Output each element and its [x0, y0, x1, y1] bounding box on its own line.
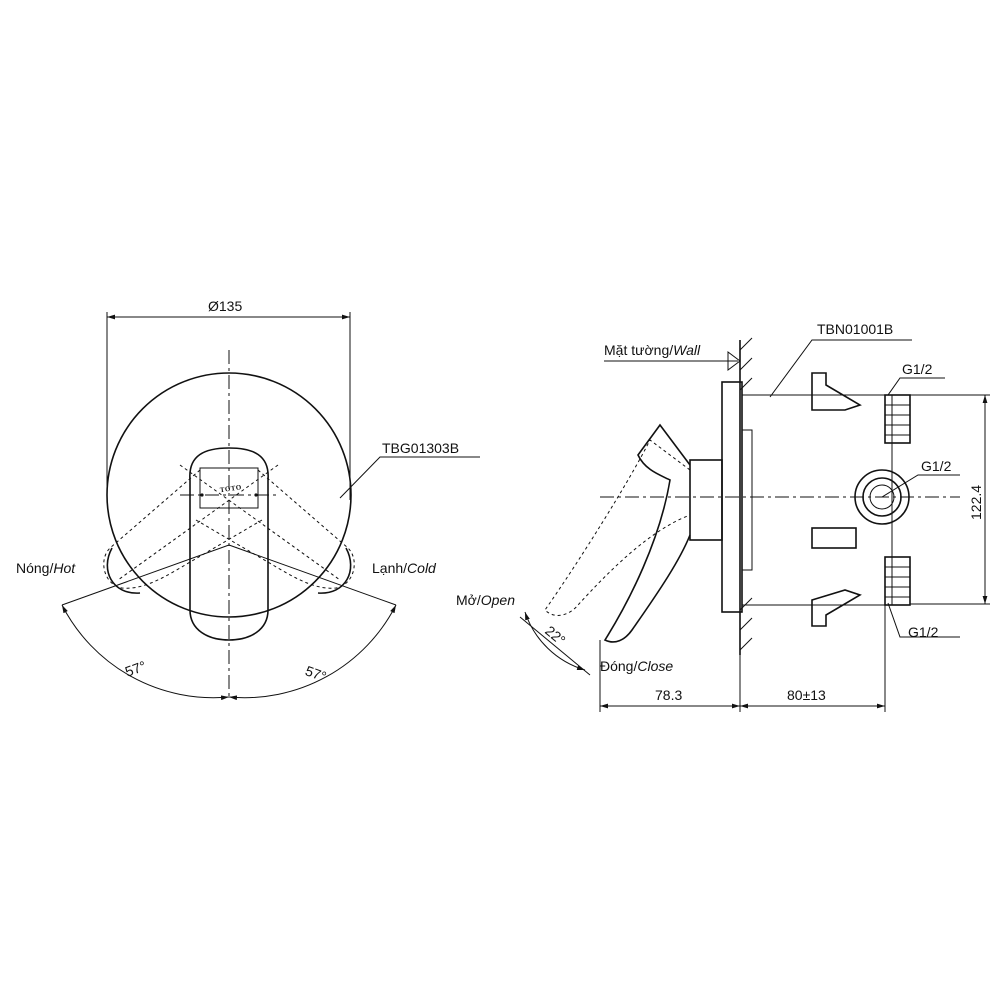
plate-code-leader	[339, 456, 480, 499]
wall-marker	[727, 351, 741, 371]
port-center-label: G1/2	[921, 458, 952, 474]
angle-right-label: 57°	[303, 662, 328, 684]
logo-dot-right	[254, 493, 258, 497]
handle-diagonal-a	[179, 464, 341, 581]
body-code-leader	[769, 339, 912, 398]
angle-ref-right	[228, 544, 397, 606]
port-bottom	[884, 556, 911, 606]
port-center-leader	[881, 474, 960, 498]
front-view: Ø135 TOTO TBG01303B Nóng/Hot Lạnh/Cold	[16, 298, 480, 701]
lever-open	[544, 439, 691, 616]
open-label: Mở/Open	[456, 592, 515, 608]
angle-ref-left	[61, 544, 230, 606]
wall-label: Mặt tường/Wall	[604, 342, 701, 358]
valve-body-inner	[741, 429, 753, 571]
logo-dot-left	[200, 493, 204, 497]
diameter-label: Ø135	[208, 298, 242, 314]
open-angle-arc	[524, 611, 586, 671]
mount-lug-bottom	[811, 589, 862, 627]
cold-label: Lạnh/Cold	[372, 560, 437, 576]
hot-label: Nóng/Hot	[16, 560, 76, 576]
logo-text: TOTO	[219, 483, 242, 494]
valve-body	[741, 394, 893, 606]
plate-code-label: TBG01303B	[382, 440, 459, 456]
open-angle-label: 22°	[542, 622, 569, 648]
angle-left-label: 57°	[123, 657, 148, 679]
body-code-label: TBN01001B	[817, 321, 893, 337]
handle-hub	[689, 459, 723, 541]
port-threads	[885, 404, 910, 598]
depth-back-label: 80±13	[787, 687, 826, 703]
depth-front-label: 78.3	[655, 687, 682, 703]
mount-lug-top	[811, 372, 862, 411]
lever-closed	[603, 423, 691, 643]
handle-bump-right	[317, 547, 352, 594]
port-top	[884, 394, 911, 444]
logo-plate	[199, 467, 259, 509]
height-label: 122.4	[968, 485, 984, 520]
close-label: Đóng/Close	[600, 658, 673, 674]
side-view: Mặt tường/Wall TBN	[456, 321, 990, 712]
handle-bump-left	[106, 547, 141, 594]
handle-diagonal-b	[117, 464, 279, 581]
port-bottom-label: G1/2	[908, 624, 939, 640]
handle-hot-position	[103, 469, 263, 589]
angle-arc-left	[61, 604, 230, 701]
port-top-leader	[887, 377, 945, 396]
angle-arc-right	[228, 604, 397, 701]
port-top-label: G1/2	[902, 361, 933, 377]
handle-cold-position	[195, 469, 355, 589]
clip-mid	[811, 527, 857, 549]
port-bottom-leader	[887, 602, 960, 638]
